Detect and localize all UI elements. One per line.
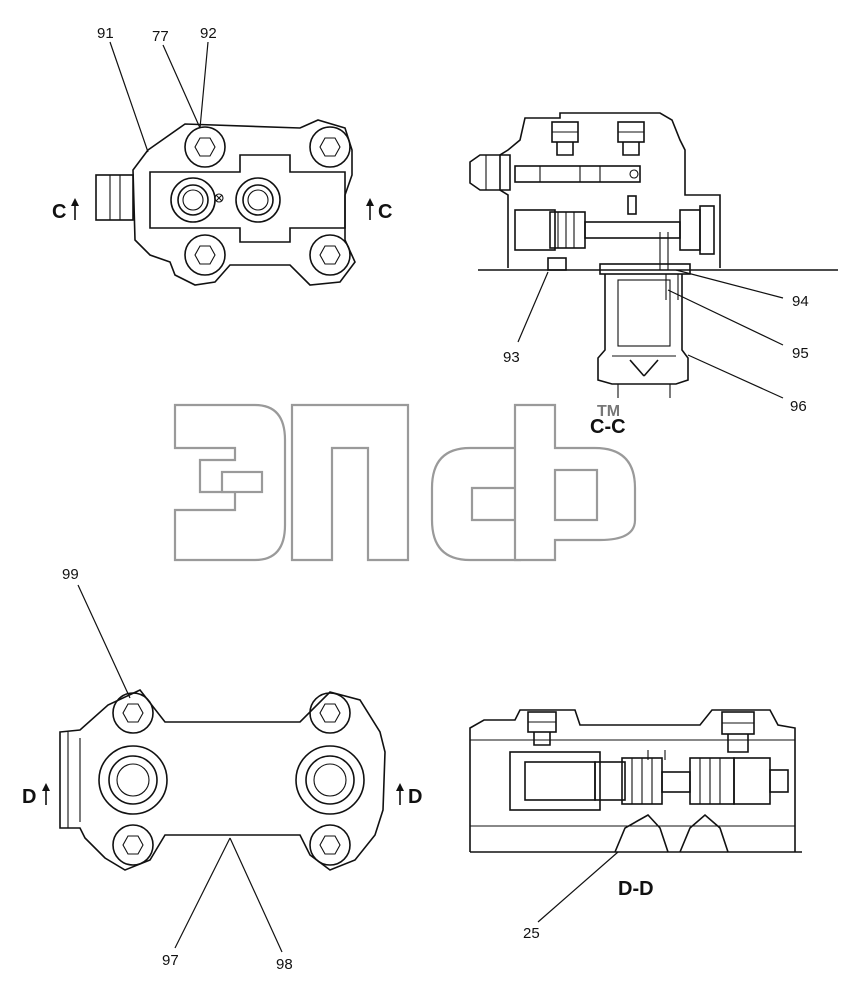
bolt-d-bottom-right [309, 824, 351, 866]
callout-77: 77 [152, 28, 169, 45]
callout-99: 99 [62, 566, 79, 583]
svg-text:C: C [52, 201, 66, 223]
callout-96: 96 [790, 398, 807, 415]
section-mark-d-right: D [396, 783, 422, 808]
callout-91: 91 [97, 25, 114, 42]
svg-text:C: C [378, 201, 392, 223]
callout-labels: 91 77 92 93 94 95 96 99 97 98 25 [62, 25, 809, 973]
section-mark-c-left: C [52, 198, 79, 223]
top-view-c [95, 119, 356, 286]
svg-text:D: D [22, 786, 36, 808]
bolt-d-top-right [309, 692, 351, 734]
callout-98: 98 [276, 956, 293, 973]
bolt-99 [112, 692, 154, 734]
bolt-bottom-left [184, 234, 226, 276]
bolt-bottom-right [309, 234, 351, 276]
bolt-top-right [309, 126, 351, 168]
top-view-d [59, 689, 386, 871]
bolt-d-bottom-left [112, 824, 154, 866]
section-mark-c-right: C [366, 198, 392, 223]
section-title-c-c: C-C [590, 416, 626, 438]
callout-94: 94 [792, 293, 809, 310]
section-title-d-d: D-D [618, 878, 654, 900]
callout-25: 25 [523, 925, 540, 942]
callout-97: 97 [162, 952, 179, 969]
callout-93: 93 [503, 349, 520, 366]
section-mark-d-left: D [22, 783, 50, 808]
watermark-logo: TM [173, 403, 637, 562]
section-view-d-d [469, 709, 802, 853]
bolt-92 [184, 126, 226, 168]
svg-text:D: D [408, 786, 422, 808]
callout-92: 92 [200, 25, 217, 42]
section-view-c-c [469, 112, 838, 398]
leader-lines [77, 41, 784, 953]
trademark-text: TM [597, 403, 620, 420]
callout-95: 95 [792, 345, 809, 362]
